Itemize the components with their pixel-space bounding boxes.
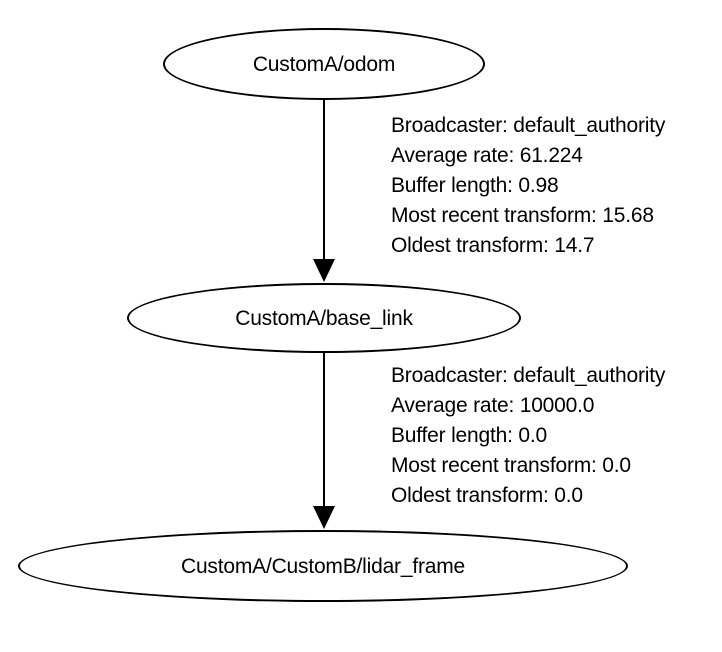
edge-odom-to-baselink-line xyxy=(323,100,325,260)
node-customa-base-link: CustomA/base_link xyxy=(127,283,521,353)
node-customa-base-link-label: CustomA/base_link xyxy=(235,306,413,330)
edge-odom-to-baselink-arrowhead-icon xyxy=(313,259,335,282)
edge-label-line: Broadcaster: default_authority xyxy=(391,114,666,137)
edge-label-line: Most recent transform: 15.68 xyxy=(391,204,654,227)
edge-label-line: Average rate: 10000.0 xyxy=(391,394,595,417)
node-customa-odom: CustomA/odom xyxy=(163,28,485,100)
node-customa-customb-lidar-frame: CustomA/CustomB/lidar_frame xyxy=(18,530,628,602)
edge-label-line: Buffer length: 0.98 xyxy=(391,174,559,197)
edge-label-line: Average rate: 61.224 xyxy=(391,144,583,167)
edge-odom-to-baselink-label: Broadcaster: default_authority Average r… xyxy=(391,111,665,261)
node-customa-customb-lidar-frame-label: CustomA/CustomB/lidar_frame xyxy=(180,554,466,578)
edge-baselink-to-lidar-arrowhead-icon xyxy=(313,506,335,529)
node-customa-odom-label: CustomA/odom xyxy=(252,52,396,76)
edge-label-line: Oldest transform: 14.7 xyxy=(391,234,595,257)
edge-label-line: Most recent transform: 0.0 xyxy=(391,454,631,477)
edge-baselink-to-lidar-label: Broadcaster: default_authority Average r… xyxy=(391,361,665,511)
edge-label-line: Oldest transform: 0.0 xyxy=(391,484,583,507)
edge-baselink-to-lidar-line xyxy=(323,353,325,507)
edge-label-line: Buffer length: 0.0 xyxy=(391,424,547,447)
edge-label-line: Broadcaster: default_authority xyxy=(391,364,666,387)
